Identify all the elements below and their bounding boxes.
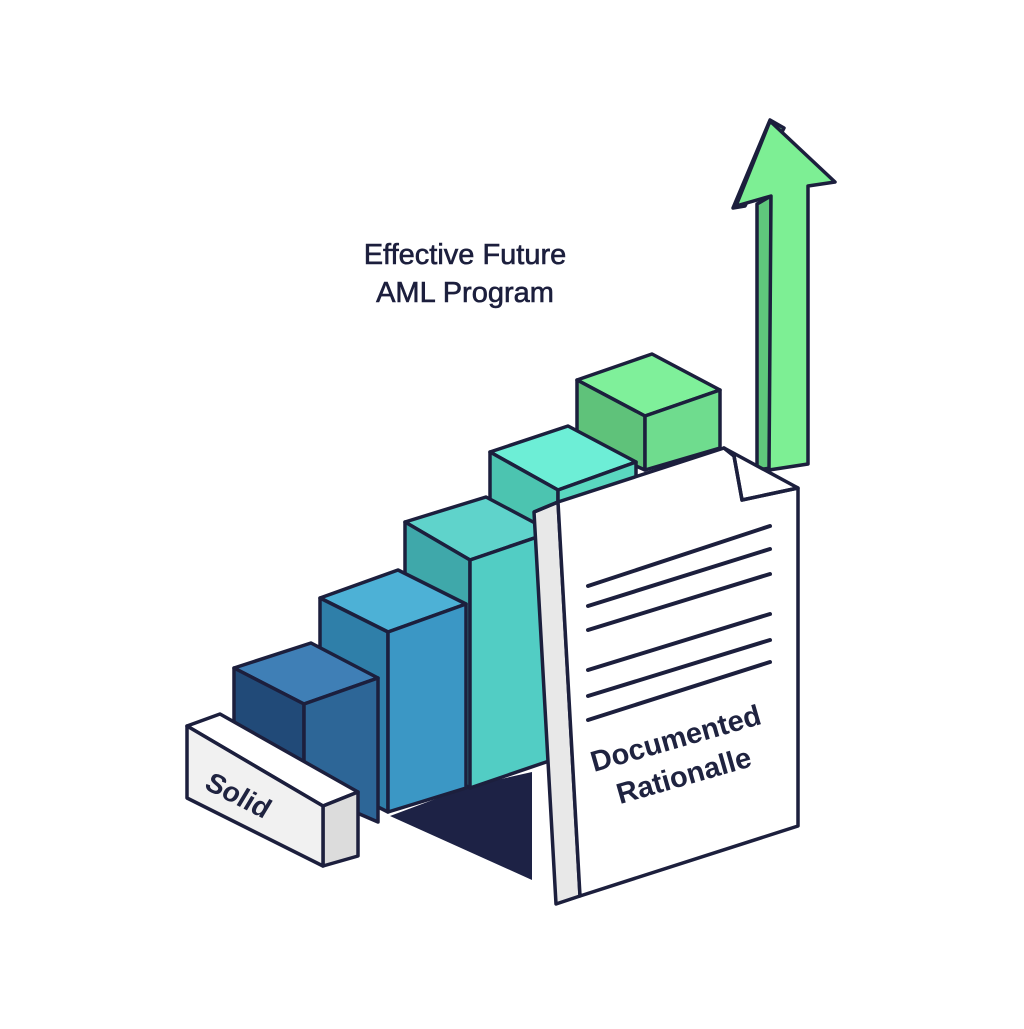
headline: Effective Future AML Program xyxy=(300,236,630,312)
block-shadow xyxy=(390,772,532,880)
headline-line2: AML Program xyxy=(376,277,554,310)
upward-arrow xyxy=(731,118,837,472)
headline-line1: Effective Future xyxy=(363,239,567,272)
document-text-lines xyxy=(586,524,772,722)
document xyxy=(532,446,800,906)
solid-label-block xyxy=(185,712,360,868)
